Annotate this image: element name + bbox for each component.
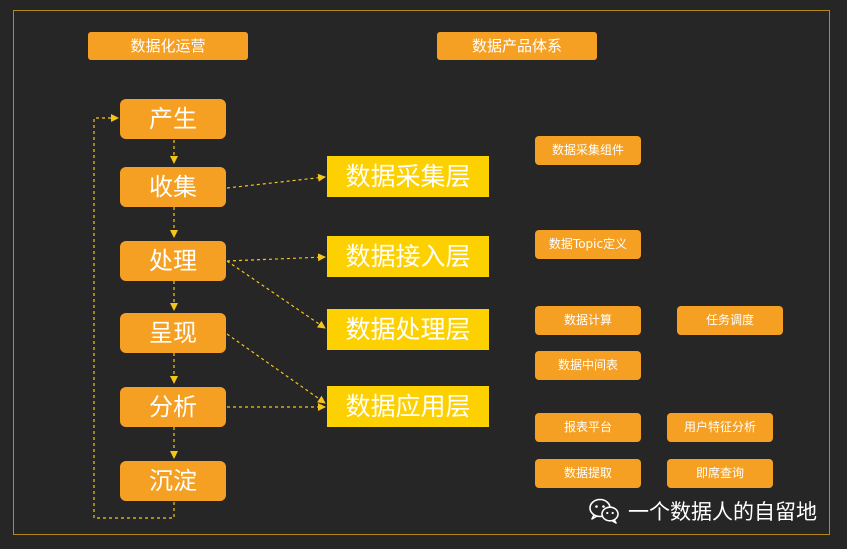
footer-text: 一个数据人的自留地 bbox=[628, 500, 817, 524]
stage-present: 呈现 bbox=[120, 313, 226, 353]
arrow-process-to-ingestion-layer bbox=[226, 253, 326, 262]
header-data-operations: 数据化运营 bbox=[88, 32, 248, 60]
stage-generate: 产生 bbox=[120, 99, 226, 139]
component-topic: 数据Topic定义 bbox=[535, 230, 641, 259]
stage-analyze: 分析 bbox=[120, 387, 226, 427]
arrow-present-to-application-layer bbox=[226, 333, 326, 404]
wechat-icon bbox=[589, 498, 619, 524]
footer-attribution: 一个数据人的自留地 bbox=[588, 496, 817, 526]
arrow-feedback-loop bbox=[93, 114, 175, 519]
stage-process: 处理 bbox=[120, 241, 226, 281]
diagram-frame bbox=[13, 10, 830, 535]
arrow-collect-to-acquisition-layer bbox=[226, 173, 326, 189]
stage-settle: 沉淀 bbox=[120, 461, 226, 501]
component-user-analysis: 用户特征分析 bbox=[667, 413, 773, 442]
component-schedule: 任务调度 bbox=[677, 306, 783, 335]
layer-application: 数据应用层 bbox=[327, 386, 489, 427]
layer-acquisition: 数据采集层 bbox=[327, 156, 489, 197]
stage-collect: 收集 bbox=[120, 167, 226, 207]
layer-processing: 数据处理层 bbox=[327, 309, 489, 350]
header-data-product-system: 数据产品体系 bbox=[437, 32, 597, 60]
component-extract: 数据提取 bbox=[535, 459, 641, 488]
component-collect: 数据采集组件 bbox=[535, 136, 641, 165]
component-compute: 数据计算 bbox=[535, 306, 641, 335]
component-adhoc: 即席查询 bbox=[667, 459, 773, 488]
component-middle-table: 数据中间表 bbox=[535, 351, 641, 380]
component-report: 报表平台 bbox=[535, 413, 641, 442]
arrow-process-to-processing-layer bbox=[226, 260, 326, 329]
layer-ingestion: 数据接入层 bbox=[327, 236, 489, 277]
